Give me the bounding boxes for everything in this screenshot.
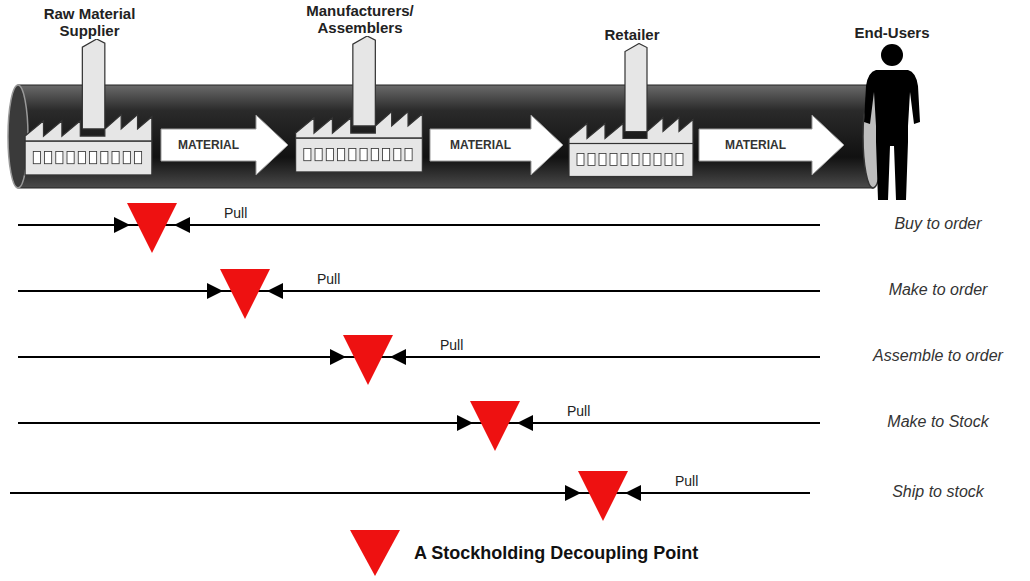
factory-window xyxy=(599,154,606,166)
pull-arrowhead xyxy=(625,485,641,501)
pull-label: Pull xyxy=(675,473,698,489)
decoupling-point xyxy=(343,335,393,385)
decoupling-point xyxy=(470,401,520,451)
factory-body xyxy=(296,138,423,172)
pull-arrowhead xyxy=(114,217,130,233)
factory-window xyxy=(56,151,63,163)
factory-window xyxy=(588,154,595,166)
decoupling-point xyxy=(127,203,177,253)
factory-window xyxy=(326,148,333,160)
factory-window xyxy=(371,148,378,160)
material-flow-arrow xyxy=(430,115,563,175)
factory-window xyxy=(676,154,683,166)
factory-window xyxy=(304,148,311,160)
strategy-rows xyxy=(10,203,820,521)
material-flow-arrow xyxy=(161,115,288,175)
factory-window xyxy=(112,151,119,163)
factory-roof xyxy=(296,112,423,139)
flow-label: MATERIAL xyxy=(176,138,241,152)
factory-window xyxy=(123,151,130,163)
pull-arrowhead xyxy=(330,349,346,365)
person-head xyxy=(881,44,903,66)
flow-label: MATERIAL xyxy=(723,138,788,152)
node-label: Manufacturers/ Assemblers xyxy=(292,2,428,36)
factory-window xyxy=(632,154,639,166)
person-icon xyxy=(862,41,922,203)
factory-window xyxy=(405,148,412,160)
pull-arrowhead xyxy=(565,485,581,501)
material-flow-arrow xyxy=(699,115,844,175)
decoupling-point xyxy=(220,269,270,319)
pull-arrowhead xyxy=(517,415,533,431)
pull-line xyxy=(10,492,810,494)
strategy-label: Ship to stock xyxy=(850,482,1026,502)
factory-window xyxy=(45,151,52,163)
legend-symbol xyxy=(348,528,402,578)
pull-arrowhead xyxy=(267,283,283,299)
flow-label: MATERIAL xyxy=(448,138,513,152)
factory-icon xyxy=(292,36,428,174)
factory-stack xyxy=(353,36,375,126)
strategy-label: Make to Stock xyxy=(850,412,1026,432)
factory-window xyxy=(315,148,322,160)
factory-stack xyxy=(82,39,104,129)
pull-line xyxy=(18,290,820,292)
factory-body xyxy=(25,141,152,175)
factory-window xyxy=(360,148,367,160)
factory-icon xyxy=(20,39,159,177)
node-label: Raw Material Supplier xyxy=(20,5,159,39)
factory-window xyxy=(90,151,97,163)
pull-arrowhead xyxy=(390,349,406,365)
factory-window xyxy=(610,154,617,166)
factory-body xyxy=(569,144,693,177)
factory-window xyxy=(67,151,74,163)
factory-roof xyxy=(569,118,693,144)
legend-item: A Stockholding Decoupling Point xyxy=(348,528,698,578)
strategy-label: Make to order xyxy=(850,280,1026,300)
pull-line xyxy=(18,422,820,424)
node-label: Retailer xyxy=(567,26,697,43)
factory-window xyxy=(643,154,650,166)
factory-window xyxy=(349,148,356,160)
node-label: End-Users xyxy=(848,24,936,41)
pipe xyxy=(18,85,873,188)
factory-node: Manufacturers/ Assemblers xyxy=(292,2,428,174)
strategy-label: Assemble to order xyxy=(850,346,1026,366)
person-body xyxy=(864,70,920,200)
pull-arrowhead xyxy=(207,283,223,299)
pull-label: Pull xyxy=(317,271,340,287)
factory-node: Retailer xyxy=(567,26,697,179)
pull-line xyxy=(18,356,820,358)
factory-stack xyxy=(625,44,647,132)
factory-window xyxy=(577,154,584,166)
factory-window xyxy=(665,154,672,166)
factory-icon xyxy=(567,43,697,179)
factory-window xyxy=(382,148,389,160)
legend-text: A Stockholding Decoupling Point xyxy=(414,543,698,564)
factory-window xyxy=(394,148,401,160)
factory-window xyxy=(134,151,141,163)
factory-window xyxy=(654,154,661,166)
factory-window xyxy=(338,148,345,160)
factory-roof xyxy=(25,115,152,142)
factory-window xyxy=(101,151,108,163)
pull-arrowhead xyxy=(174,217,190,233)
end-user-node: End-Users xyxy=(848,24,936,203)
pull-label: Pull xyxy=(440,337,463,353)
pull-label: Pull xyxy=(567,403,590,419)
decoupling-point xyxy=(578,471,628,521)
strategy-label: Buy to order xyxy=(850,214,1026,234)
factory-node: Raw Material Supplier xyxy=(20,5,159,177)
factory-window xyxy=(621,154,628,166)
pull-label: Pull xyxy=(224,205,247,221)
pull-arrowhead xyxy=(457,415,473,431)
factory-window xyxy=(33,151,40,163)
factory-window xyxy=(78,151,85,163)
legend: A Stockholding Decoupling Point xyxy=(348,528,698,578)
